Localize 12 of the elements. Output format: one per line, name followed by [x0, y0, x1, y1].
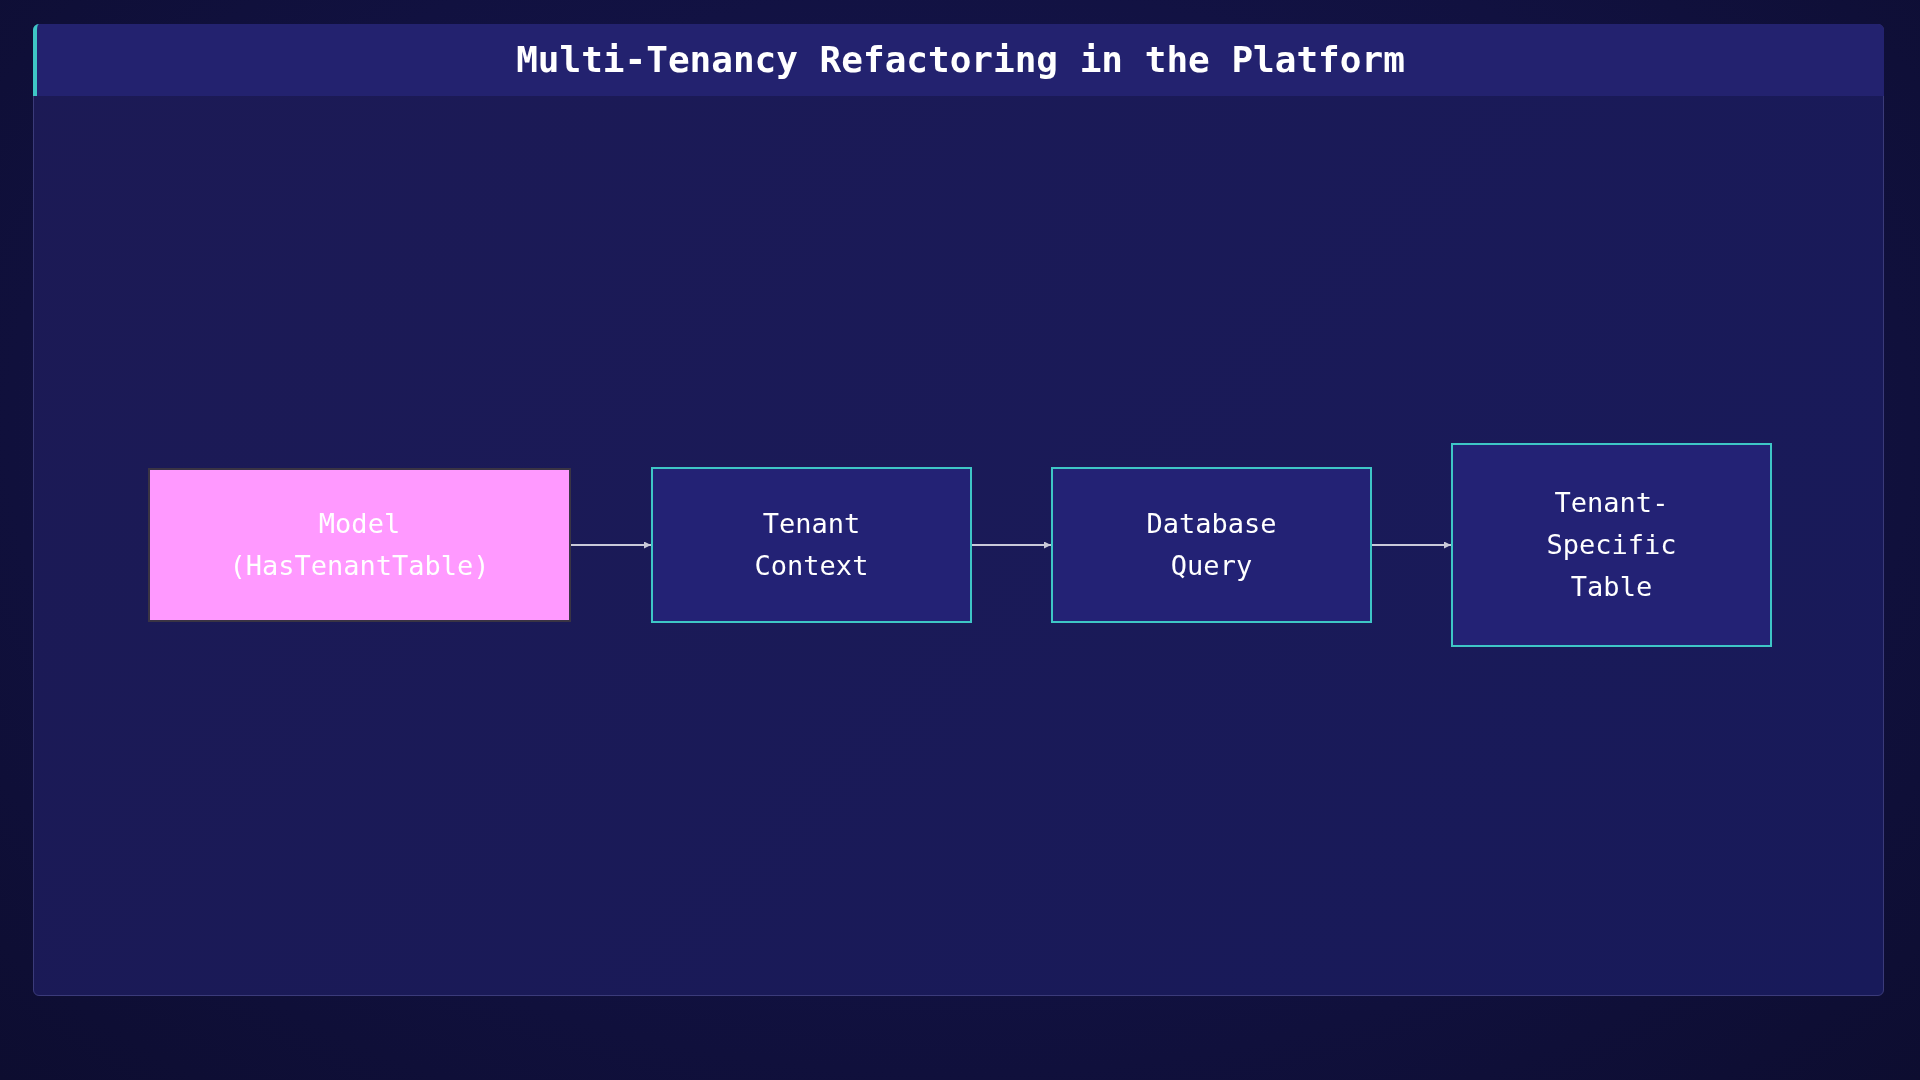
node-label: Database Query: [1145, 507, 1278, 583]
process-box: [148, 468, 571, 622]
arrow: [570, 541, 652, 549]
diagram-title: Multi-Tenancy Refactoring in the Platform: [33, 24, 1884, 96]
arrow: [971, 541, 1052, 549]
process-box: [1051, 467, 1372, 623]
arrow: [1371, 541, 1452, 549]
process-box: [651, 467, 972, 623]
process-box: [1451, 443, 1772, 647]
node-label: Model (HasTenantTable): [228, 507, 491, 583]
node-label: Tenant-Specific Table: [1545, 486, 1678, 604]
node-label: Tenant Context: [753, 507, 870, 583]
